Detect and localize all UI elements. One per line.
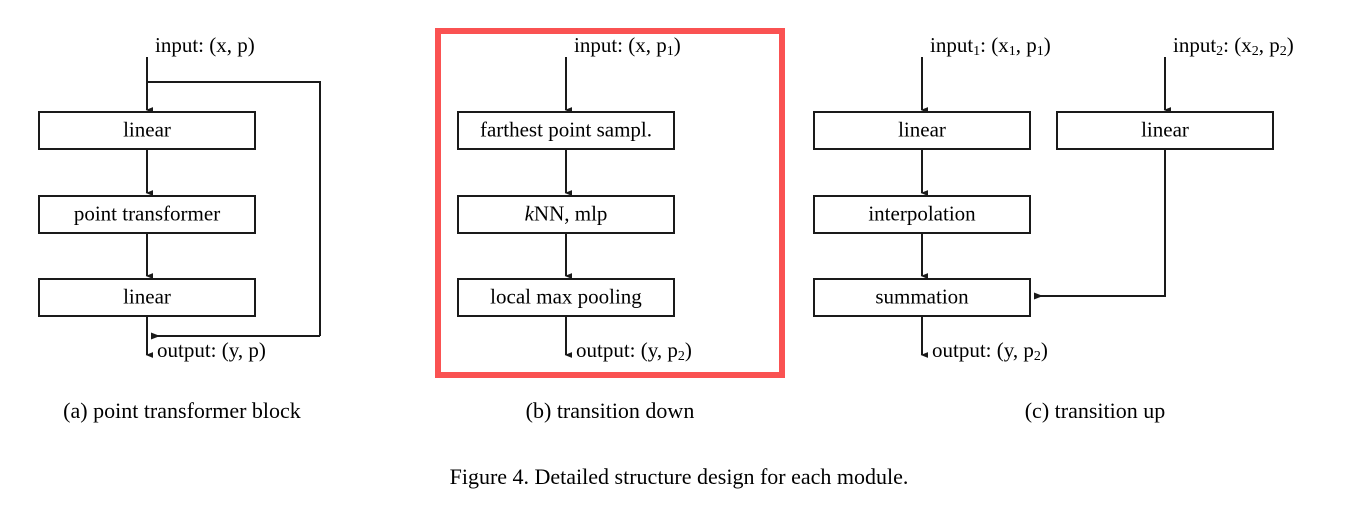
block-knn-mlp [457, 195, 675, 234]
block-farthest-point-sampling-label: farthest point sampl. [480, 117, 652, 141]
highlight-border-transition-down [435, 28, 785, 378]
input-label-a: input: (x, p) [155, 33, 255, 57]
block-local-max-pooling-label: local max pooling [490, 284, 642, 308]
connection-linear-right-to-summation [1034, 149, 1166, 300]
input-label-c1-tail2: , p [1016, 33, 1037, 57]
block-farthest-point-sampling [457, 111, 675, 150]
input-label-b: input: (x, p1) [574, 33, 681, 59]
panel-caption-a: (a) point transformer block [63, 398, 301, 423]
block-linear-1 [38, 111, 256, 150]
input-label-b-main: input: (x, p [574, 33, 667, 57]
connection-residual-skip-branch [147, 81, 321, 336]
input-label-c2-sub2: 2 [1252, 44, 1259, 59]
panel-a: linear point transformer linear input: (… [38, 33, 321, 423]
block-summation-label: summation [875, 284, 969, 308]
input-label-c1-tail: : (x [980, 33, 1009, 57]
block-interpolation-label: interpolation [868, 201, 976, 225]
output-label-b: output: (y, p2) [576, 338, 692, 364]
block-linear-right-label: linear [1141, 117, 1189, 141]
input-label-c1-sub2: 1 [1009, 44, 1016, 59]
block-linear-2-label: linear [123, 284, 171, 308]
knn-rest: NN, mlp [534, 201, 608, 225]
block-linear-2 [38, 278, 256, 317]
input-label-c2-sub3: 2 [1280, 44, 1287, 59]
output-label-c: output: (y, p2) [932, 338, 1048, 364]
input-label-c2-main: input [1173, 33, 1216, 57]
panel-caption-b: (b) transition down [526, 398, 695, 423]
input-label-b-tail: ) [674, 33, 681, 57]
input-label-b-sub: 1 [667, 44, 674, 59]
panel-c: linear interpolation summation linear in… [813, 33, 1294, 423]
input-label-c1-tail3: ) [1044, 33, 1051, 57]
output-label-b-main: output: (y, p [576, 338, 678, 362]
output-label-c-tail: ) [1041, 338, 1048, 362]
block-interpolation [813, 195, 1031, 234]
figure-caption: Figure 4. Detailed structure design for … [450, 464, 909, 489]
input-label-c2-sub: 2 [1216, 44, 1223, 59]
input-label-c2-tail: : (x [1223, 33, 1252, 57]
panel-b: farthest point sampl. kNN, mlp local max… [435, 28, 785, 423]
block-linear-left [813, 111, 1031, 150]
block-linear-left-label: linear [898, 117, 946, 141]
knn-k-italic: k [525, 201, 535, 225]
output-label-a: output: (y, p) [157, 338, 266, 362]
panel-caption-c: (c) transition up [1025, 398, 1166, 423]
input-label-c1-sub: 1 [973, 44, 980, 59]
input-label-c2-tail2: , p [1259, 33, 1280, 57]
output-label-b-sub: 2 [678, 349, 685, 364]
output-label-b-tail: ) [685, 338, 692, 362]
block-linear-1-label: linear [123, 117, 171, 141]
output-label-c-main: output: (y, p [932, 338, 1034, 362]
block-point-transformer [38, 195, 256, 234]
input-label-c2: input2: (x2, p2) [1173, 33, 1294, 59]
block-point-transformer-label: point transformer [74, 201, 220, 225]
output-label-c-sub: 2 [1034, 349, 1041, 364]
input-label-c1: input1: (x1, p1) [930, 33, 1051, 59]
input-label-c2-tail3: ) [1287, 33, 1294, 57]
input-label-c1-sub3: 1 [1037, 44, 1044, 59]
block-knn-mlp-label: kNN, mlp [525, 201, 608, 225]
input-label-c1-main: input [930, 33, 973, 57]
